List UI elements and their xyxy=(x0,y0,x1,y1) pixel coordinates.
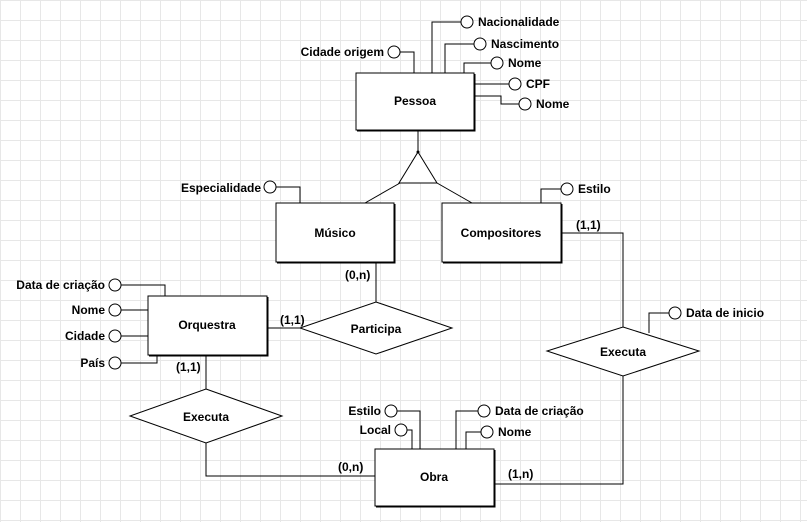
attribute-label-especialidade: Especialidade xyxy=(181,181,261,195)
connector-nome-pessoa-2 xyxy=(474,95,519,105)
connector-nacionalidade xyxy=(431,21,461,73)
attribute-circle-obra-estilo[interactable] xyxy=(384,404,398,418)
entity-label-compositores: Compositores xyxy=(461,226,542,240)
cardinality-obra-executa-comp: (1,n) xyxy=(508,467,533,481)
attribute-circle-nome-pessoa-2[interactable] xyxy=(518,97,532,111)
cardinality-obra-executa-orq: (0,n) xyxy=(338,460,363,474)
connector-compositores-executa xyxy=(561,232,624,327)
connector-especialidade xyxy=(276,186,301,203)
attribute-label-orq-cidade: Cidade xyxy=(65,329,105,343)
attribute-label-nascimento: Nascimento xyxy=(491,37,559,51)
connector-orq-data-criacao xyxy=(121,284,166,296)
attribute-label-nacionalidade: Nacionalidade xyxy=(478,15,560,29)
attribute-circle-obra-data-criacao[interactable] xyxy=(477,404,491,418)
relationship-label-executa-orquestra: Executa xyxy=(183,410,229,424)
attribute-circle-estilo-compositor[interactable] xyxy=(560,182,574,196)
attribute-label-cidade-origem: Cidade origem xyxy=(301,45,384,59)
connector-obra-estilo xyxy=(397,410,421,449)
entity-orquestra[interactable] xyxy=(147,295,268,356)
cardinality-orquestra-executa: (1,1) xyxy=(176,360,201,374)
attribute-label-orq-data-criacao: Data de criação xyxy=(16,278,105,292)
connector-specialization-musico xyxy=(364,182,401,204)
attribute-label-orq-nome: Nome xyxy=(72,303,106,317)
connector-obra-nome xyxy=(465,431,481,449)
connector-executa-obra-orq xyxy=(205,443,375,477)
relationship-executa-orquestra[interactable] xyxy=(128,388,284,444)
cardinality-musico-participa: (0,n) xyxy=(345,268,370,282)
entity-label-orquestra: Orquestra xyxy=(178,318,236,332)
connector-nascimento xyxy=(444,43,474,73)
attribute-circle-orq-nome[interactable] xyxy=(108,303,122,317)
connector-specialization-compositores xyxy=(436,182,473,204)
entity-pessoa[interactable] xyxy=(355,72,475,131)
entity-label-pessoa: Pessoa xyxy=(394,94,436,108)
cardinality-orquestra-participa: (1,1) xyxy=(280,313,305,327)
connector-data-inicio xyxy=(648,312,669,333)
relationship-executa-compositor[interactable] xyxy=(545,326,701,377)
attribute-circle-cidade-origem[interactable] xyxy=(387,45,401,59)
attribute-label-nome-pessoa-1: Nome xyxy=(508,56,542,70)
attribute-label-obra-nome: Nome xyxy=(498,425,532,439)
attribute-circle-nome-pessoa-1[interactable] xyxy=(490,56,504,70)
connector-orq-pais xyxy=(121,355,158,364)
attribute-label-obra-local: Local xyxy=(360,423,391,437)
attribute-label-data-inicio: Data de inicio xyxy=(686,306,764,320)
entity-compositores[interactable] xyxy=(441,202,562,263)
relationship-participa[interactable] xyxy=(298,301,454,355)
attribute-label-estilo-compositor: Estilo xyxy=(578,182,611,196)
entity-musico[interactable] xyxy=(275,202,395,263)
connector-obra-local xyxy=(407,429,413,449)
attribute-circle-nascimento[interactable] xyxy=(473,37,487,51)
entity-obra[interactable] xyxy=(374,448,495,507)
connector-executa-obra xyxy=(494,376,624,485)
relationship-label-participa: Participa xyxy=(351,322,402,336)
specialization-triangle[interactable] xyxy=(398,151,438,184)
attribute-circle-obra-local[interactable] xyxy=(394,423,408,437)
connector-nome-pessoa-1 xyxy=(463,62,491,73)
connector-cidade-origem xyxy=(400,51,415,73)
attribute-circle-cpf[interactable] xyxy=(508,77,522,91)
attribute-circle-orq-data-criacao[interactable] xyxy=(108,278,122,292)
attribute-circle-orq-cidade[interactable] xyxy=(108,329,122,343)
entity-label-obra: Obra xyxy=(420,470,448,484)
entity-label-musico: Músico xyxy=(314,226,355,240)
attribute-label-orq-pais: País xyxy=(80,356,105,370)
attribute-label-nome-pessoa-2: Nome xyxy=(536,97,570,111)
relationship-label-executa-compositor: Executa xyxy=(600,345,646,359)
attribute-circle-especialidade[interactable] xyxy=(263,180,277,194)
attribute-circle-data-inicio[interactable] xyxy=(668,306,682,320)
attribute-circle-nacionalidade[interactable] xyxy=(460,15,474,29)
attribute-label-cpf: CPF xyxy=(526,77,550,91)
specialization-apex xyxy=(416,150,420,154)
attribute-label-obra-estilo: Estilo xyxy=(348,404,381,418)
connector-obra-data-criacao xyxy=(455,410,478,449)
attribute-label-obra-data-criacao: Data de criação xyxy=(495,404,584,418)
attribute-circle-obra-nome[interactable] xyxy=(480,425,494,439)
cardinality-compositores-executa: (1,1) xyxy=(576,218,601,232)
connector-estilo-compositor xyxy=(540,188,561,203)
attribute-circle-orq-pais[interactable] xyxy=(108,356,122,370)
